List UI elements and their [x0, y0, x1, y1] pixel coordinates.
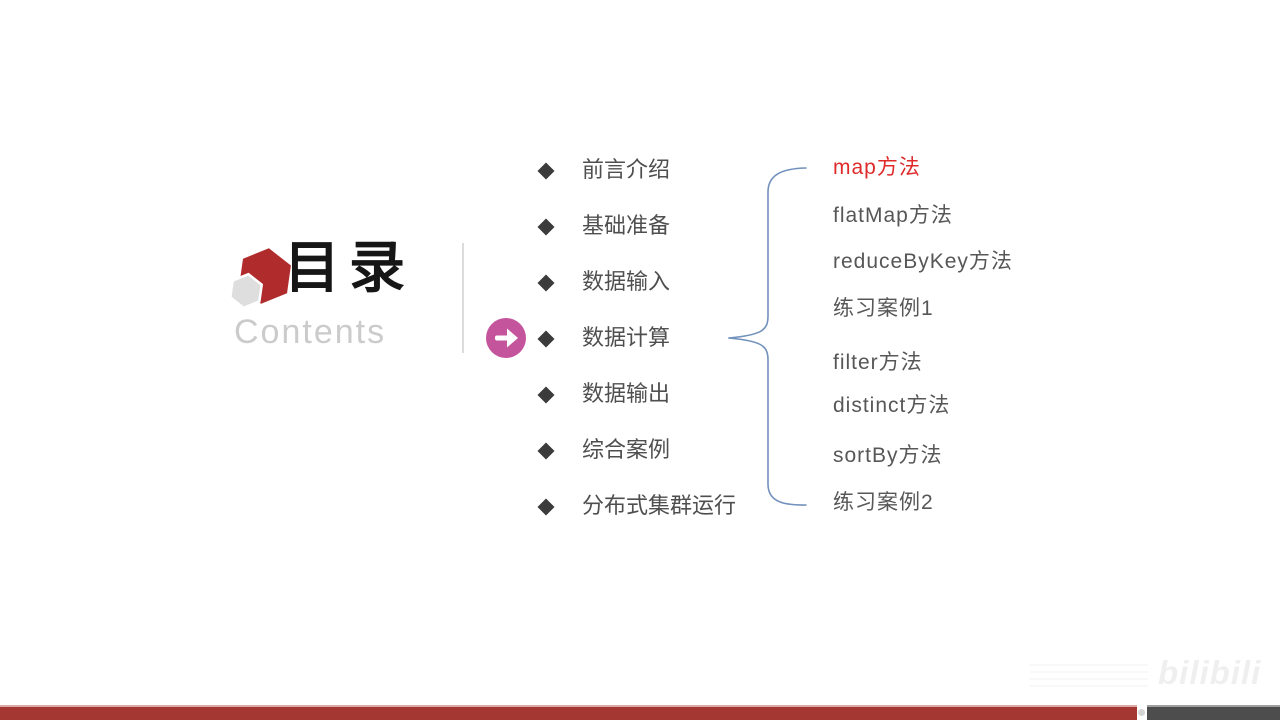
- bilibili-watermark: bilibili: [1030, 654, 1266, 698]
- arrow-circle-icon: [486, 318, 526, 358]
- method-item: 练习案例1: [833, 297, 934, 320]
- bottom-gray-bar: [1147, 705, 1280, 720]
- diamond-bullet-icon: [537, 162, 555, 180]
- chapter-item-active: 数据计算: [537, 311, 736, 367]
- method-item: distinct方法: [833, 394, 951, 417]
- method-item-active: map方法: [833, 156, 921, 179]
- chapter-label: 基础准备: [582, 214, 671, 239]
- chapter-list: 前言介绍 基础准备 数据输入 数据计算 数据输出 综合案例 分布式集群运行: [537, 143, 737, 535]
- method-item: 练习案例2: [833, 491, 934, 514]
- watermark-left-marks: [1030, 664, 1148, 690]
- chapter-label: 数据计算: [582, 326, 671, 351]
- chapter-item: 前言介绍: [537, 143, 736, 199]
- diamond-bullet-icon: [537, 498, 555, 516]
- method-item: sortBy方法: [833, 444, 943, 467]
- chapter-label: 前言介绍: [582, 158, 671, 183]
- chapter-item: 基础准备: [537, 199, 736, 255]
- diamond-bullet-icon: [537, 442, 555, 460]
- chapter-item: 数据输出: [537, 367, 736, 423]
- chapter-label: 数据输入: [582, 270, 671, 295]
- method-item: reduceByKey方法: [833, 250, 1013, 273]
- bottom-red-bar: [0, 705, 1137, 720]
- method-item: flatMap方法: [833, 204, 953, 227]
- chapter-item: 分布式集群运行: [537, 479, 737, 535]
- diamond-bullet-icon: [537, 330, 555, 348]
- brace-connector: [728, 167, 807, 506]
- diamond-bullet-icon: [537, 274, 555, 292]
- page-title: 目录: [284, 235, 414, 301]
- chapter-label: 分布式集群运行: [582, 494, 737, 519]
- vertical-divider: [462, 243, 464, 353]
- bottom-bar-dot: [1138, 709, 1145, 716]
- hexagon-gray: [228, 272, 264, 310]
- page-subtitle: Contents: [234, 313, 387, 351]
- chapter-label: 数据输出: [582, 382, 671, 407]
- hexagon-logo-icon: [228, 248, 291, 310]
- diamond-bullet-icon: [537, 218, 555, 236]
- chapter-item: 数据输入: [537, 255, 736, 311]
- diamond-bullet-icon: [537, 386, 555, 404]
- chapter-item: 综合案例: [537, 423, 736, 479]
- bilibili-logo-text: bilibili: [1158, 654, 1262, 691]
- method-item: filter方法: [833, 351, 923, 374]
- chapter-label: 综合案例: [582, 438, 671, 463]
